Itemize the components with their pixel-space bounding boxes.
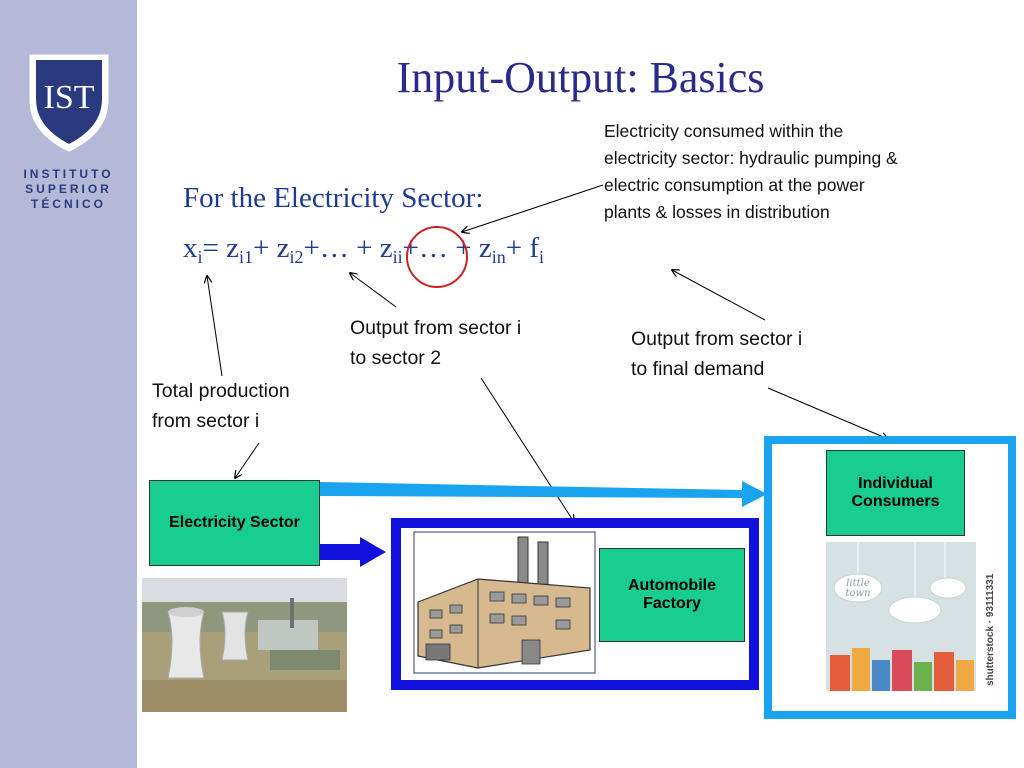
individual-consumers-box: Individual Consumers <box>826 450 965 536</box>
town-illustration: little town <box>826 542 976 691</box>
automobile-factory-box: Automobile Factory <box>599 548 745 642</box>
arrow-to-zi2 <box>350 273 397 308</box>
arrow-to-electricity-box <box>235 442 260 478</box>
note-output-final: Output from sector i to final demand <box>631 328 803 380</box>
arrow-to-consumers-frame <box>767 387 888 439</box>
arrow-to-xi <box>207 276 223 377</box>
note-total-production: Total production from sector i <box>152 380 290 432</box>
power-plant-image <box>142 578 347 712</box>
factory-frame <box>391 518 759 690</box>
town-sign-line-2: town <box>845 588 870 599</box>
flow-arrow-to-factory <box>320 537 386 567</box>
factory-illustration <box>417 536 591 669</box>
logo-letters: IST <box>44 79 95 116</box>
note-electricity-consumed: Electricity consumed within the electric… <box>604 121 898 222</box>
ist-logo-shield: IST <box>29 54 109 152</box>
arrow-to-factory-frame <box>480 377 574 522</box>
logo-line-1: INSTITUTO <box>23 167 114 181</box>
watermark-text: shutterstock · 93111331 <box>985 573 996 686</box>
arrow-to-zii <box>462 184 604 232</box>
highlight-circle <box>406 226 468 288</box>
equation: xi= zi1+ zi2+… + zii+… + zin+ fi <box>183 232 545 267</box>
arrow-to-fi <box>672 270 766 321</box>
note-output-sector2: Output from sector i to sector 2 <box>350 317 522 369</box>
slide-title: Input-Output: Basics <box>396 53 765 102</box>
logo-line-3: TÉCNICO <box>31 197 106 211</box>
consumers-frame <box>764 436 1016 719</box>
electricity-sector-box: Electricity Sector <box>149 480 320 566</box>
slide-subtitle: For the Electricity Sector: <box>183 182 484 214</box>
logo-line-2: SUPERIOR <box>25 182 112 196</box>
town-sign-line-1: little <box>846 578 870 589</box>
flow-arrow-to-consumers <box>320 481 767 507</box>
